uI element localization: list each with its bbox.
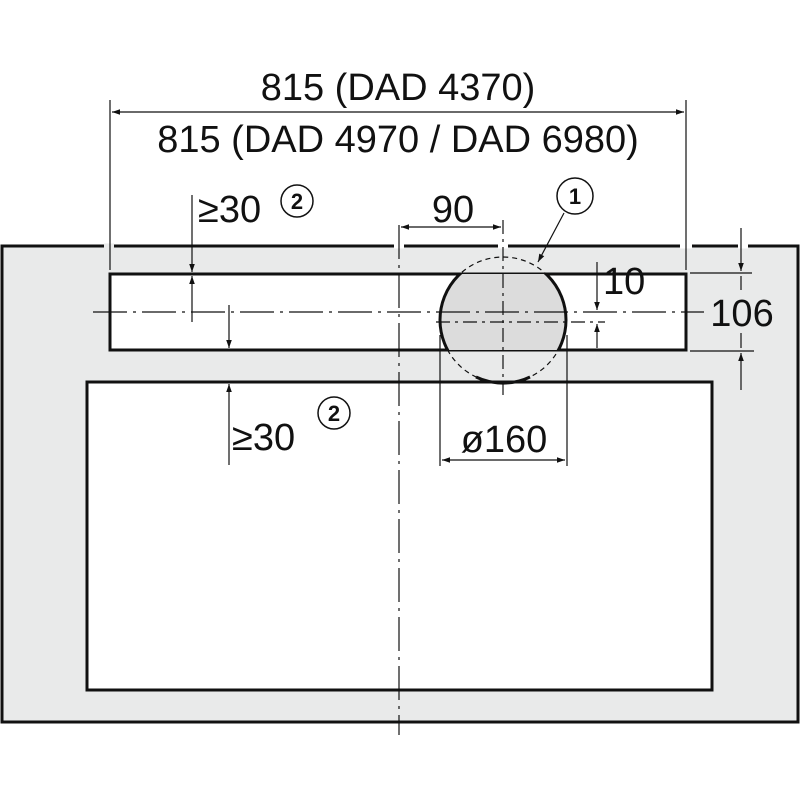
overall-width-label-2: 815 (DAD 4970 / DAD 6980) [157,119,639,161]
duct-vertical-offset-label: 10 [603,261,645,303]
callout-1-label: 1 [569,184,581,209]
overall-width-label-1: 815 (DAD 4370) [261,67,536,109]
duct-diameter-label: ø160 [461,419,548,461]
callout-2-bottom-circle [317,396,351,430]
duct-offset-label: 90 [432,189,474,231]
strip-height-label: 106 [710,293,773,335]
bottom-clearance-label: ≥30 [232,417,295,459]
callout-1-circle [556,177,594,215]
top-clearance-label: ≥30 [198,189,261,231]
callout-2-top-label: 2 [291,189,303,214]
callout-2-bottom-label: 2 [328,401,340,426]
callout-2-top-circle [280,184,314,218]
duct-circle [439,256,567,384]
